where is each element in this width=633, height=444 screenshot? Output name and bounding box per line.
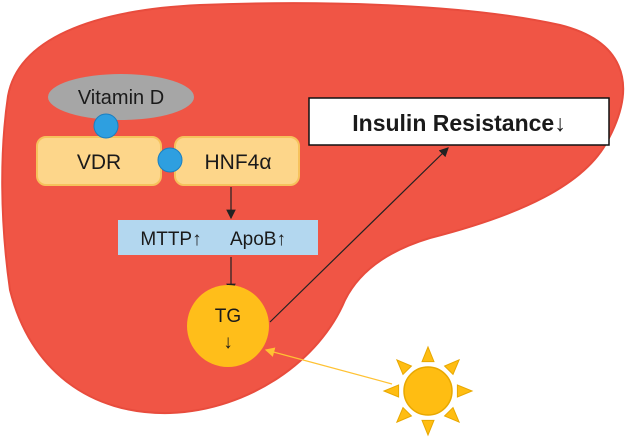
apob-label: ApoB↑ <box>230 229 286 250</box>
tg-label: TG <box>215 306 241 327</box>
insulin-resistance-box <box>308 97 610 146</box>
sun-ray <box>382 384 400 398</box>
insulin-resistance-label: Insulin Resistance↓ <box>352 110 565 136</box>
sun-ray <box>456 384 474 398</box>
mttp-label: MTTP↑ <box>140 229 201 250</box>
arrow-tg-to-insulin <box>269 147 449 323</box>
vdr-hnf4a-binding-dot <box>157 147 183 173</box>
sun-icon <box>382 345 474 437</box>
mttp-apob-bar <box>118 220 318 255</box>
sun-ray <box>421 419 435 437</box>
vdr-label: VDR <box>77 151 121 174</box>
vitamin-d-vdr-binding-dot <box>93 113 119 139</box>
sun-ray <box>395 358 413 376</box>
tg-circle <box>187 285 269 367</box>
sun-ray <box>421 345 435 363</box>
sun-ray <box>443 358 461 376</box>
tg-down-arrow-label: ↓ <box>223 332 233 353</box>
vitamin-d-label: Vitamin D <box>78 87 164 109</box>
sun-ray <box>395 406 413 424</box>
liver-shape <box>1 2 624 415</box>
sun-core <box>403 366 453 416</box>
hnf4a-label: HNF4α <box>205 151 272 174</box>
vitamin-d-ellipse <box>48 74 194 120</box>
arrow-sun-to-tg <box>264 347 393 385</box>
sun-ray <box>443 406 461 424</box>
